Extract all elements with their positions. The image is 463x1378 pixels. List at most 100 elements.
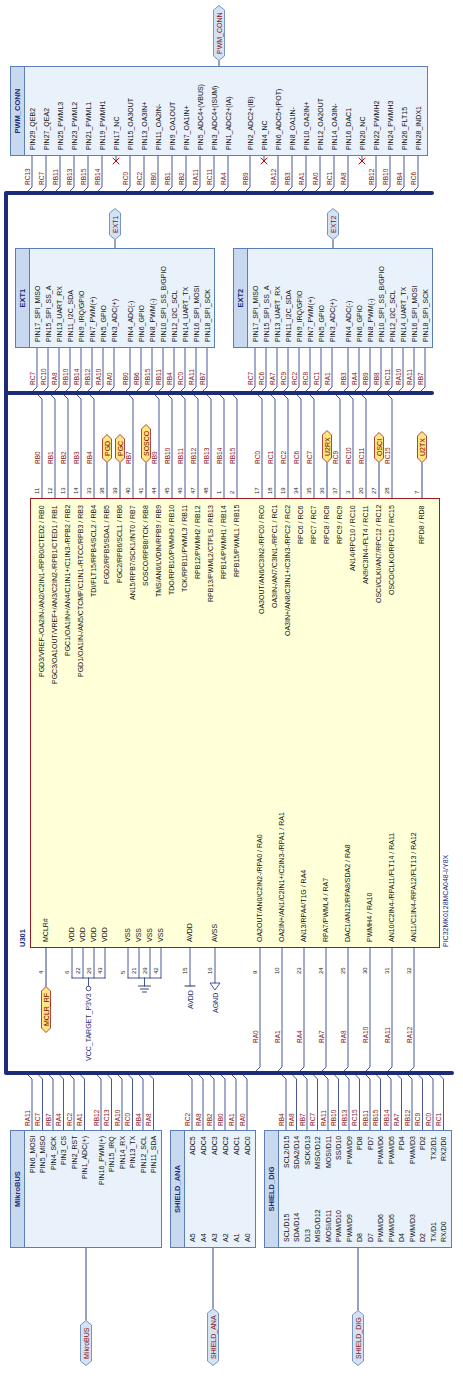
- net-label: RB11: [362, 1110, 370, 1126]
- pin-number: 11: [34, 488, 41, 494]
- pin-number: 30: [362, 967, 369, 974]
- pin-name: PIN3_ADC(+): [110, 299, 119, 342]
- box-title: MikroBUS: [13, 1171, 22, 1207]
- pin-number: 14: [73, 487, 80, 494]
- pin-number: 33: [86, 487, 93, 494]
- net-label: RB4: [166, 372, 174, 385]
- pin-number: 5: [120, 971, 127, 974]
- pin-name: SCL/D15: [282, 1214, 291, 1242]
- pin-name: PIN5_GPIO: [317, 305, 326, 342]
- pin-number: 40: [125, 487, 132, 494]
- pin-name: VSS: [123, 928, 132, 942]
- pin-name: SS/D10: [334, 1136, 343, 1160]
- pin-name: PWM/D10: [334, 1210, 343, 1242]
- net-flag-label: U2TX: [418, 438, 427, 456]
- pin-name: PIN7_PWM(+): [88, 297, 97, 342]
- pin-name: PIN19_PWMH1: [98, 101, 107, 150]
- pin-name: TX2/D1: [429, 1136, 438, 1160]
- offpage-port-shape: [110, 209, 121, 240]
- pin-name: A0: [243, 1233, 252, 1242]
- net-flag-label: PGD: [103, 441, 112, 456]
- wire: [308, 393, 314, 498]
- net-label: RA11: [320, 1110, 328, 1126]
- pin-name: D2: [418, 1233, 427, 1242]
- pin-number: 17: [254, 487, 261, 494]
- wire: [31, 348, 37, 393]
- net-flag-shape: [142, 425, 151, 463]
- pin-name: PIN10_OA2IN+: [302, 102, 311, 150]
- pin-name: RPA7/PWML4 / RA7: [321, 878, 330, 942]
- net-label: RA1: [324, 372, 332, 385]
- net-label: RA8: [195, 1113, 203, 1126]
- pin-number: 45: [164, 487, 171, 494]
- pin-name: PIN16_PWM(+): [97, 1136, 106, 1185]
- pin-name: PIN4_NC: [260, 120, 269, 150]
- wire: [36, 393, 42, 498]
- pin-name: RPB15/PWML1 / RB15: [232, 505, 241, 577]
- pin-name: PIN8_OA1IN-: [288, 107, 297, 150]
- wire: [94, 948, 95, 978]
- net-label: RB13: [66, 169, 74, 185]
- pin-name: D8: [355, 1233, 364, 1242]
- pin-number: 19: [280, 487, 287, 494]
- pin-name: PD7: [366, 1136, 375, 1150]
- wire: [62, 393, 68, 498]
- pin-name: PIN28_INDX1: [414, 106, 423, 150]
- analog-ground-symbol: [210, 983, 220, 990]
- net-label: RC13: [103, 1109, 111, 1126]
- pin-number: 20: [358, 487, 365, 494]
- pin-name: OA2OUT/AN0/C2IN2-/RPA0 / RA0: [255, 834, 264, 942]
- pin-name: AN9/C3IN4-/FLT4 / RC11: [361, 505, 370, 584]
- pin-name: PIN18_SPI_SCK: [421, 289, 430, 342]
- pin-name: AN14/RPC10 / RC10: [348, 505, 357, 571]
- net-label: RB12: [368, 169, 376, 185]
- wire: [347, 393, 353, 498]
- net-flag: OSCI: [374, 432, 384, 463]
- connector: [107, 463, 108, 498]
- offpage-port: SHIELD_ANA: [207, 1308, 219, 1366]
- connector: [46, 948, 47, 986]
- pin-name: PGC1/OA1IN+/AN4/C1IN1+/C1IN3-/RPB2 / RB2: [63, 505, 72, 656]
- pin-name: ADC5: [188, 1136, 197, 1155]
- wire: [386, 948, 392, 1073]
- net-label: RB14: [216, 448, 224, 464]
- net-label: RB7: [125, 451, 133, 464]
- net-label: RB4: [135, 1113, 143, 1126]
- wire: [166, 393, 172, 498]
- pin-name: PIN13_OA3IN+: [140, 102, 149, 150]
- pin-name: PIN8_PWM(-): [148, 298, 157, 342]
- pin-name: MISO/D12: [313, 1209, 322, 1242]
- pin-name: OSCI/CLKI/AN7/RPC12 / RC12: [374, 505, 383, 603]
- net-label: RB4: [278, 1113, 286, 1126]
- connector: [115, 240, 116, 248]
- net-label: RB10: [330, 1110, 338, 1126]
- net-flag: U2RX: [322, 430, 332, 463]
- pin-number: 31: [384, 967, 391, 974]
- net-label: RB3: [340, 372, 348, 385]
- pin-name: A1: [232, 1233, 241, 1242]
- wire: [315, 348, 321, 393]
- wire: [108, 348, 114, 393]
- offpage-port-shape: [81, 1321, 92, 1366]
- pin-name: OA3IN+/AN8/C3IN1+/C3IN3-/RPC2 / RC2: [283, 505, 292, 636]
- net-label: RB15: [144, 369, 152, 385]
- pin-number: 28: [384, 487, 391, 494]
- net-label: RA7: [318, 1030, 326, 1043]
- net-label: RC8: [302, 372, 310, 385]
- harness-box: EXT2PIN17_SPI_MISOPIN15_SPI_SS_APIN13_UA…: [233, 248, 433, 348]
- pin-name: PIN6_GPIO: [355, 305, 364, 342]
- wire: [49, 393, 55, 498]
- pin-name: SDA2/D14: [292, 1136, 301, 1169]
- net-flag: U2TX: [417, 431, 427, 463]
- pin-name: RPD8 / RD8: [417, 505, 426, 544]
- offpage-port-shape: [353, 1311, 364, 1366]
- wire: [144, 978, 145, 986]
- net-label: RA0: [239, 1113, 247, 1126]
- net-label: RB7: [417, 372, 425, 385]
- pin-number: 10: [274, 967, 281, 974]
- connector: [422, 463, 423, 498]
- net-label: RB15: [80, 169, 88, 185]
- pin-name: MOSI/D11: [324, 1210, 333, 1242]
- net-label: RC7: [38, 172, 46, 185]
- net-label: RC11: [206, 169, 214, 185]
